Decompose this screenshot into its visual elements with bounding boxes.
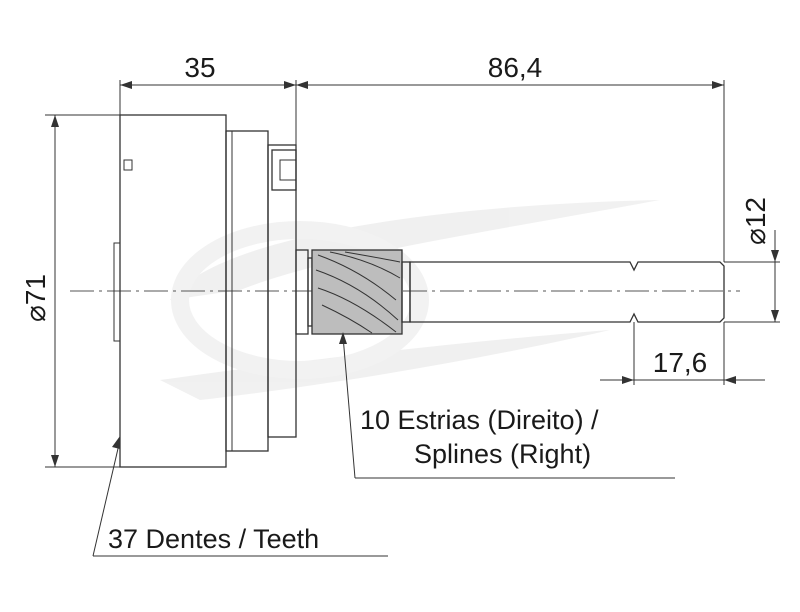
- pinion-gear: [295, 249, 411, 335]
- dim-label-35: 35: [184, 52, 215, 83]
- dim-diameter-12: [724, 230, 780, 323]
- drive-shaft: [409, 261, 725, 323]
- dim-label-17-6: 17,6: [653, 347, 708, 378]
- note-teeth: 37 Dentes / Teeth: [108, 524, 319, 554]
- dim-label-diameter-71: ⌀71: [20, 274, 51, 322]
- dim-length-86-4: [296, 80, 725, 262]
- dim-label-diameter-12: ⌀12: [740, 197, 771, 245]
- note-splines-line1: 10 Estrias (Direito) /: [360, 405, 599, 435]
- note-splines-line2: Splines (Right): [414, 439, 591, 469]
- dim-label-86-4: 86,4: [488, 52, 543, 83]
- dim-length-17-6: [600, 322, 765, 385]
- dim-length-35: [119, 80, 297, 145]
- leader-teeth: [92, 436, 388, 557]
- dim-diameter-71: [45, 114, 120, 468]
- leader-splines: [339, 332, 675, 479]
